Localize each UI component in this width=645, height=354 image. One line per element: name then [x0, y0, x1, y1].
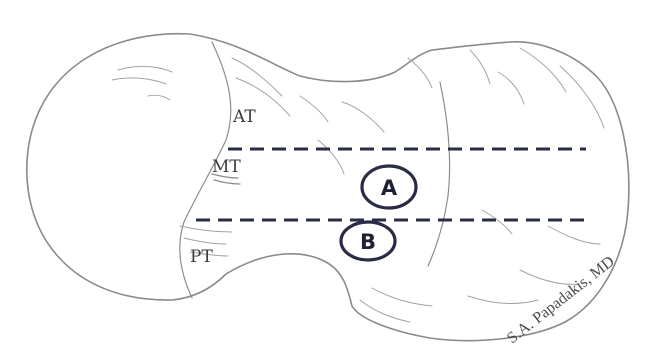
at-label: AT — [232, 107, 256, 127]
pt-label: PT — [190, 247, 213, 267]
zone-a-label: A — [381, 176, 398, 200]
femur-outline — [27, 34, 629, 341]
mt-label: MT — [212, 157, 241, 177]
zone-b-label: B — [360, 230, 376, 254]
